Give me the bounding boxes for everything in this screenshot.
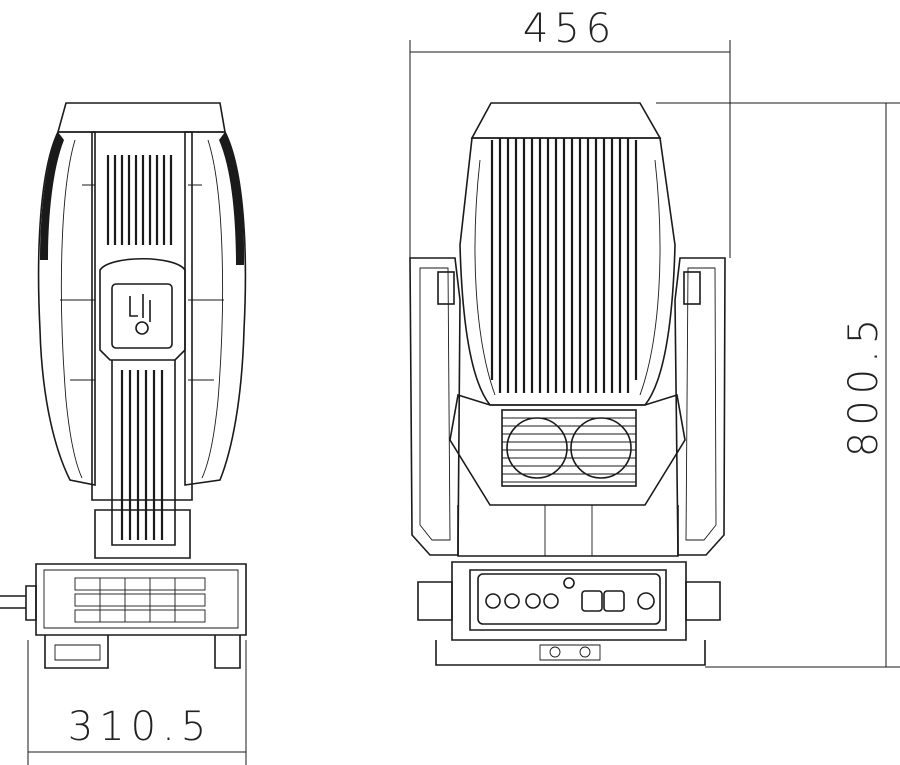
- connector-panel: [477, 573, 661, 625]
- depth-label: 310.5: [68, 704, 213, 750]
- width-label: 456: [523, 6, 617, 52]
- side-base: [35, 563, 247, 636]
- height-dimension: 800.5: [656, 102, 900, 668]
- brand-logo-icon: [129, 294, 151, 335]
- side-base-grille: [74, 577, 206, 623]
- logo-plate: [111, 283, 173, 349]
- fan-grille-bars: [502, 417, 636, 483]
- connector-ports: [485, 577, 655, 612]
- side-arm-fins: [120, 370, 164, 540]
- depth-dimension: 310.5: [27, 640, 247, 765]
- fan-left-icon: [506, 417, 568, 479]
- front-view: [409, 102, 726, 666]
- side-top-fins: [106, 155, 173, 245]
- height-label: 800.5: [841, 313, 887, 458]
- fan-right-icon: [570, 417, 632, 479]
- yoke-arm-left: [409, 257, 461, 556]
- fan-grille: [501, 409, 637, 487]
- width-dimension: 456: [409, 6, 731, 258]
- side-view: [0, 102, 247, 669]
- front-head-fins: [490, 138, 638, 393]
